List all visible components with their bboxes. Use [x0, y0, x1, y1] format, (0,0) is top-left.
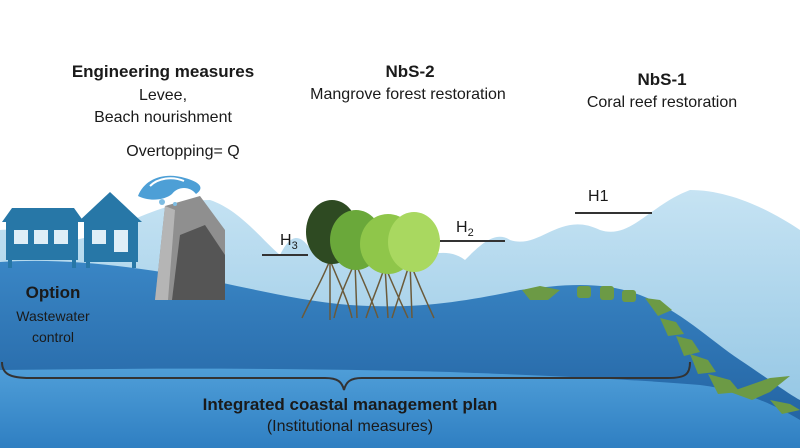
h1-letter: H: [588, 188, 600, 205]
plan-title: Integrated coastal management plan: [202, 395, 498, 414]
h3-subscript: 3: [291, 240, 298, 253]
h2-label: H2: [456, 219, 474, 239]
overtopping-wave-icon: [138, 175, 201, 206]
overtopping-label: Overtopping= Q: [126, 143, 240, 160]
option-line1: Wastewater: [16, 308, 90, 324]
coral-reef: [522, 286, 800, 414]
nbs2-subtitle: Mangrove forest restoration: [310, 86, 506, 103]
option-title: Option: [25, 283, 81, 302]
plan-brace: [1, 361, 691, 391]
engineering-title: Engineering measures: [71, 62, 255, 81]
levee-structure: [155, 196, 225, 300]
h3-label: H3: [280, 232, 298, 252]
option-line2: control: [31, 329, 75, 345]
plan-subtitle: (Institutional measures): [266, 418, 434, 435]
h2-letter: H: [456, 219, 468, 236]
h3-letter: H: [280, 232, 292, 249]
nbs1-title: NbS-1: [637, 70, 687, 89]
h1-label: H1: [588, 188, 608, 206]
nbs1-subtitle: Coral reef restoration: [586, 94, 738, 111]
engineering-line1: Levee,: [138, 87, 188, 104]
engineering-line2: Beach nourishment: [94, 109, 232, 126]
nbs2-title: NbS-2: [385, 62, 435, 81]
h2-subscript: 2: [467, 227, 474, 240]
house-right: [78, 192, 142, 268]
house-left: [2, 208, 84, 268]
mangrove-trees: [301, 200, 440, 320]
h1-subscript: 1: [599, 188, 609, 205]
plan-band: [0, 368, 800, 448]
